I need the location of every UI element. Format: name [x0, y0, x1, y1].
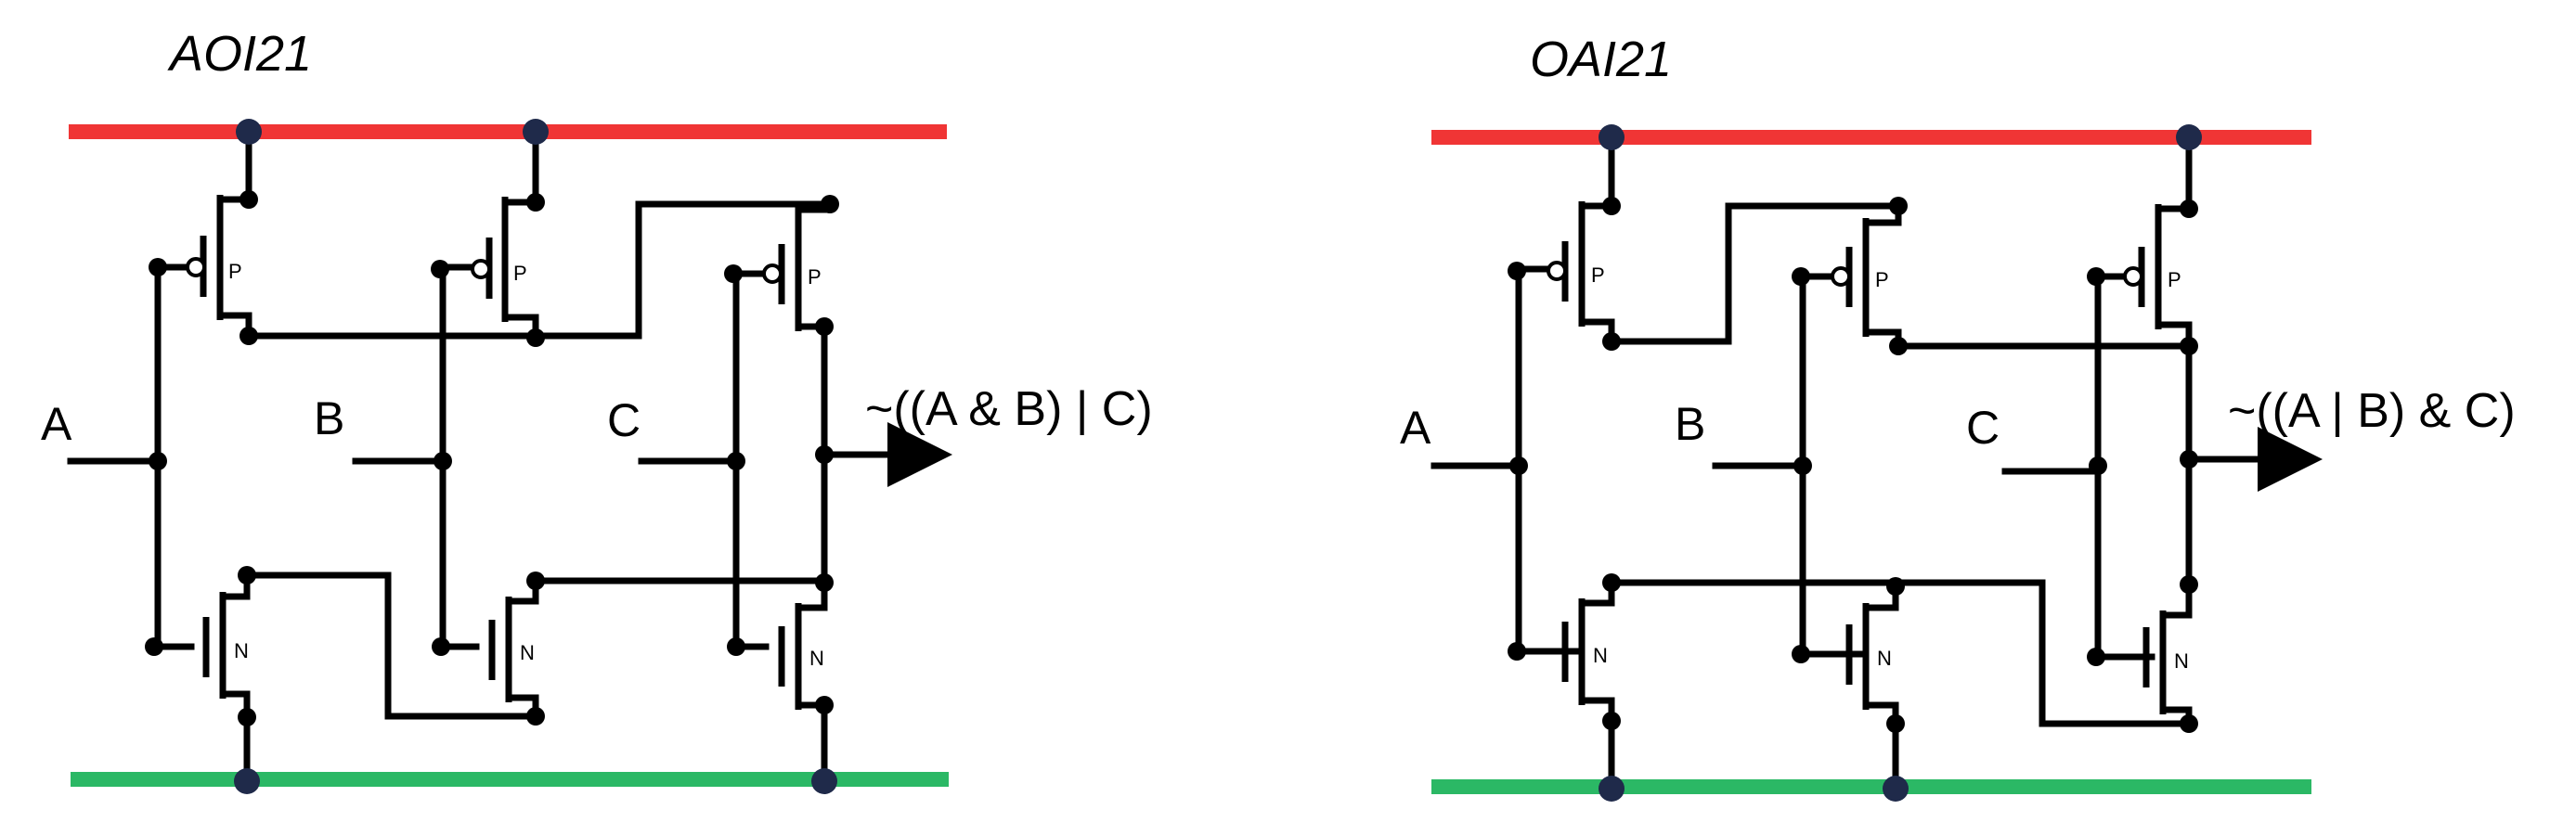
pmos-label: P: [1591, 263, 1605, 287]
nmos-n3: N: [2142, 610, 2189, 714]
oai21-title: OAI21: [1530, 32, 1672, 87]
nmos-label: N: [520, 641, 535, 664]
oai21-schematic: OAI21: [1400, 32, 2516, 802]
nmos-label: N: [234, 639, 249, 662]
output-expression: ~((A | B) & C): [2228, 384, 2516, 438]
aoi21-schematic: AOI21: [41, 26, 1153, 794]
input-c-label: C: [607, 394, 641, 446]
input-c-label: C: [1966, 402, 2000, 454]
nmos-n2: N: [1845, 603, 1892, 710]
nmos-label: N: [809, 647, 824, 670]
junction-dots: [1508, 197, 2198, 733]
rail-contacts: [1599, 124, 2202, 802]
nmos-label: N: [1877, 647, 1892, 670]
output-expression: ~((A & B) | C): [865, 382, 1153, 436]
wires: [1430, 134, 2323, 790]
pmos-p1: P: [1547, 201, 1605, 327]
rail-contacts: [234, 119, 837, 794]
nmos-n3: N: [778, 603, 824, 710]
nmos-label: N: [2174, 649, 2189, 673]
input-a-label: A: [1400, 402, 1431, 454]
pmos-p2: P: [471, 197, 527, 322]
nmos-label: N: [1593, 644, 1608, 667]
pmos-label: P: [2168, 268, 2181, 291]
nmos-n1: N: [1561, 598, 1608, 705]
pmos-label: P: [808, 265, 822, 289]
pmos-p3: P: [762, 204, 822, 331]
junction-dots: [145, 190, 839, 726]
nmos-n2: N: [488, 597, 535, 702]
input-b-label: B: [1675, 398, 1705, 450]
input-a-label: A: [41, 398, 72, 450]
pmos-p1: P: [186, 195, 242, 320]
pmos-label: P: [1875, 268, 1889, 291]
input-b-label: B: [314, 392, 344, 444]
pmos-label: P: [228, 260, 242, 283]
pmos-label: P: [513, 262, 527, 285]
pmos-p3: P: [2123, 204, 2181, 329]
aoi21-title: AOI21: [167, 26, 312, 82]
pmos-p2: P: [1831, 218, 1889, 337]
nmos-n1: N: [202, 592, 249, 699]
